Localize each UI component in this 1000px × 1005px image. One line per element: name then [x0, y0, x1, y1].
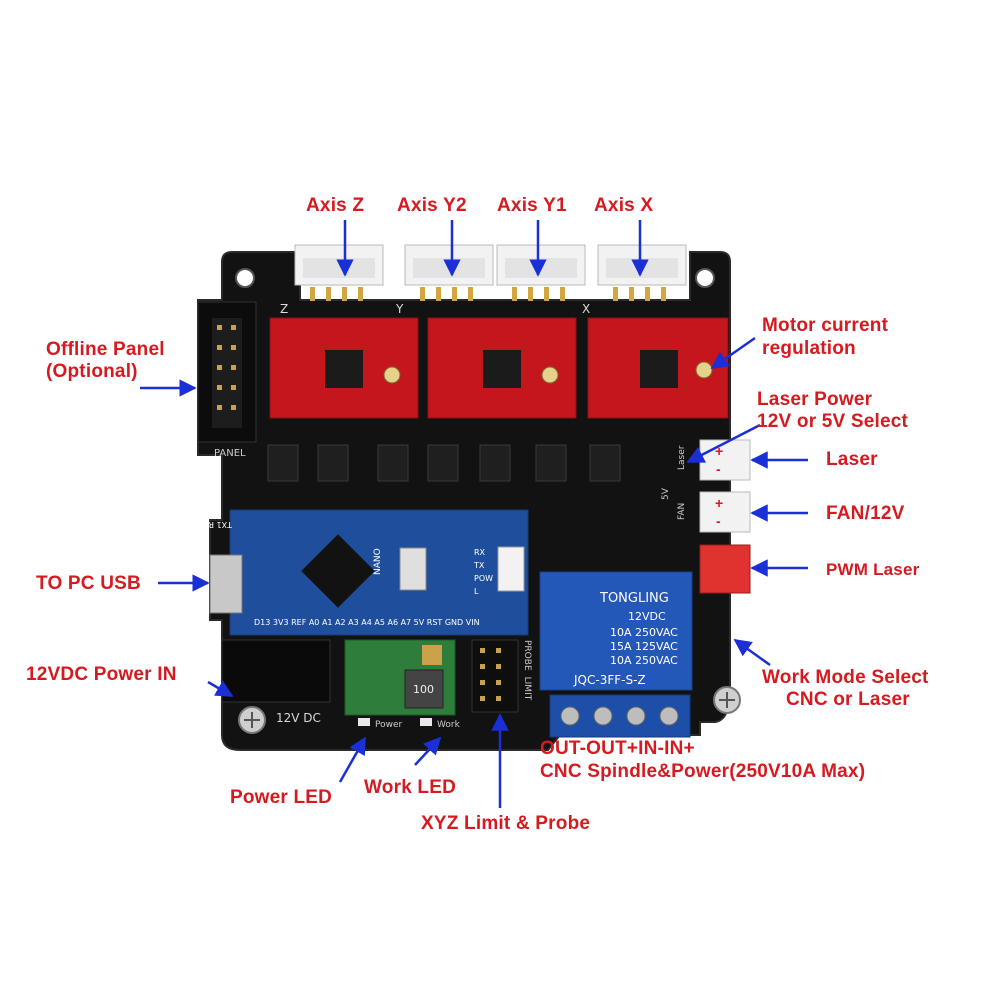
arrow-work-mode [733, 638, 771, 667]
svg-text:-: - [716, 461, 721, 477]
label-power-in: 12VDC Power IN [26, 664, 177, 685]
nano-led-l: L [474, 587, 479, 596]
nano-label: NANO [373, 548, 383, 575]
dcdc-converter [344, 639, 456, 716]
fan-connector: + - [699, 491, 751, 533]
label-laser: Laser [826, 449, 878, 470]
panel-header [197, 301, 257, 443]
arrow-motor-current [710, 336, 756, 370]
label-fan: FAN/12V [826, 503, 905, 524]
terminal-block [549, 694, 691, 738]
svg-text:+: + [715, 443, 723, 459]
label-power-led: Power LED [230, 787, 333, 808]
label-laser-power-2: 12V or 5V Select [757, 411, 909, 432]
silk-x: X [582, 302, 590, 316]
arrow-power-led [338, 736, 367, 783]
mount-hole-tl [235, 268, 255, 288]
connector-z [294, 244, 384, 286]
nano-led-rx: RX [474, 548, 486, 557]
power-led [358, 718, 370, 726]
relay-line-3: 15A 125VAC [610, 640, 678, 653]
relay-line-4: 10A 250VAC [610, 654, 678, 667]
relay-line-2: 10A 250VAC [610, 626, 678, 639]
label-motor-current-1: Motor current [762, 315, 889, 336]
label-offline-panel-1: Offline Panel [46, 339, 165, 360]
pwm-laser-connector [699, 544, 751, 594]
mount-screw-br-slot [719, 692, 735, 708]
silk-limit: LIMIT [522, 677, 532, 701]
arduino-nano [229, 509, 529, 636]
label-work-mode-1: Work Mode Select [762, 667, 929, 688]
label-axis-x: Axis X [594, 195, 654, 216]
silk-y: Y [395, 302, 404, 316]
label-relay-terminals: OUT-OUT+IN-IN+ [540, 738, 695, 759]
svg-text:+: + [715, 495, 723, 511]
arrow-laser-power [686, 423, 761, 464]
label-axis-z: Axis Z [306, 195, 365, 216]
nano-led-pow: POW [474, 574, 493, 583]
label-work-mode-2: CNC or Laser [786, 689, 910, 710]
nano-led-tx: TX [473, 561, 485, 570]
usb-connector [209, 554, 243, 614]
svg-text:-: - [716, 513, 721, 529]
silk-z: Z [280, 302, 288, 316]
connector-y1 [496, 244, 586, 286]
driver-x [587, 317, 729, 419]
silk-work: Work [437, 720, 461, 730]
silk-power: Power [375, 720, 403, 730]
label-pwm-laser: PWM Laser [826, 560, 920, 579]
driver-z [269, 317, 419, 419]
silk-12vdc: 12V DC [276, 711, 321, 725]
mount-screw-bl-slot [244, 712, 260, 728]
label-axis-y1: Axis Y1 [497, 195, 567, 216]
dcdc-label: 100 [413, 683, 434, 696]
laser-connector: + - [699, 439, 751, 481]
label-work-led: Work LED [364, 777, 457, 798]
label-limit-probe: XYZ Limit & Probe [421, 813, 591, 834]
mosfet-row [267, 444, 621, 482]
silk-probe-limit: PROBE LIMIT [522, 640, 532, 701]
arrow-work-led [414, 736, 442, 766]
relay-model: JQC-3FF-S-Z [573, 673, 646, 687]
limit-probe-header [471, 639, 519, 713]
label-laser-power-1: Laser Power [757, 389, 873, 410]
label-offline-panel-2: (Optional) [46, 361, 138, 382]
silk-fan: FAN [677, 503, 687, 520]
dc-jack [221, 639, 331, 703]
connector-pins [310, 287, 666, 301]
relay-brand: TONGLING [599, 591, 669, 606]
silk-panel: PANEL [214, 448, 246, 459]
arrow-power-in [207, 680, 234, 698]
connector-x [597, 244, 687, 286]
work-led [420, 718, 432, 726]
label-spindle: CNC Spindle&Power(250V10A Max) [540, 761, 866, 782]
label-motor-current-2: regulation [762, 338, 856, 359]
label-axis-y2: Axis Y2 [397, 195, 467, 216]
nano-pins-bottom: D13 3V3 REF A0 A1 A2 A3 A4 A5 A6 A7 5V R… [254, 618, 480, 627]
silk-probe: PROBE [522, 640, 532, 671]
relay [539, 571, 693, 691]
silk-laser: Laser [677, 445, 687, 470]
label-to-pc-usb: TO PC USB [36, 573, 141, 594]
driver-y [427, 317, 577, 419]
relay-line-1: 12VDC [628, 610, 666, 623]
mount-hole-tr [695, 268, 715, 288]
silk-5v: 5V [661, 487, 671, 500]
nano-pins-top: TX1 RX0 RST GND D2 D3 D4 D5 D6 D7 D8 D9 … [0, 520, 233, 529]
connector-y2 [404, 244, 494, 286]
